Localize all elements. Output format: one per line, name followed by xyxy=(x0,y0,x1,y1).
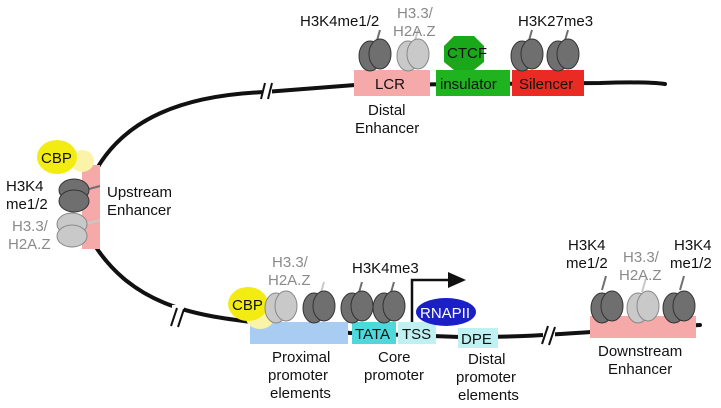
nucleosome-promoter-light-1 xyxy=(264,290,298,324)
label-lcr: LCR xyxy=(375,76,405,93)
label-proximal-line2: promoter xyxy=(268,367,328,384)
label-proximal-line3: elements xyxy=(270,385,331,402)
label-downstream-h3k4b-line2: me1/2 xyxy=(670,255,712,272)
label-proximal-line1: Proximal xyxy=(272,349,330,366)
insulator-box xyxy=(436,70,510,96)
tss-box xyxy=(398,322,436,344)
break-mark-lower-right xyxy=(541,322,556,346)
label-downstream-h3k4a-line2: me1/2 xyxy=(566,255,608,272)
nucleosome-silencer-2 xyxy=(546,29,580,72)
label-upstream-line2: Enhancer xyxy=(107,202,171,219)
dna-upper-path xyxy=(88,80,667,184)
break-mark-lower-left xyxy=(170,305,185,329)
label-upstream-h33-line1: H3.3/ xyxy=(12,218,49,235)
label-lcr-h3k4: H3K4me1/2 xyxy=(300,13,379,30)
strand-break-marks xyxy=(170,80,556,346)
label-cbp-upstream: CBP xyxy=(41,150,72,167)
label-upstream-line1: Upstream xyxy=(107,184,172,201)
nucleosome-silencer-1 xyxy=(510,29,544,72)
label-insulator: insulator xyxy=(440,76,497,93)
label-downstream-h33-line2: H2A.Z xyxy=(619,267,662,284)
proximal-promoter-box xyxy=(250,322,348,344)
label-downstream-h33-line1: H3.3/ xyxy=(623,249,660,266)
nucleosome-downstream-dark-2 xyxy=(662,275,696,324)
label-distal-promoter-line1: Distal xyxy=(468,351,506,368)
label-distal-enhancer-line1: Distal xyxy=(368,102,406,119)
cbp-upstream-circle xyxy=(37,140,77,174)
label-proximal-h33-line2: H2A.Z xyxy=(268,272,311,289)
label-cbp-proximal: CBP xyxy=(232,297,263,314)
nucleosome-promoter-dark-1 xyxy=(340,281,374,324)
label-tata: TATA xyxy=(355,326,390,343)
ctcf-octagon xyxy=(444,36,484,70)
label-upstream-h3k4-line2: me1/2 xyxy=(6,196,48,213)
label-upstream-h3k4-line1: H3K4 xyxy=(6,178,44,195)
dpe-box xyxy=(458,328,498,348)
nucleosome-upstream-light xyxy=(56,212,101,248)
lcr-box xyxy=(354,70,430,96)
label-distal-enhancer-line2: Enhancer xyxy=(355,120,419,137)
label-proximal-h33-line1: H3.3/ xyxy=(272,254,309,271)
label-core-line2: promoter xyxy=(364,367,424,384)
label-rnapii: RNAPII xyxy=(420,305,470,322)
label-upstream-h33-line2: H2A.Z xyxy=(8,236,51,253)
label-downstream-h3k4b-line1: H3K4 xyxy=(674,237,712,254)
label-distal-promoter-line3: elements xyxy=(458,387,519,404)
nucleosome-lcr-light xyxy=(396,29,430,72)
label-lcr-h33-line2: H2A.Z xyxy=(393,23,436,40)
nucleosome-downstream-dark-1 xyxy=(590,275,624,324)
label-dpe: DPE xyxy=(461,331,492,348)
nucleosome-promoter-dark-2 xyxy=(372,281,406,324)
label-tss: TSS xyxy=(402,326,431,343)
nucleosome-lcr-dark xyxy=(358,29,392,72)
label-downstream-h3k4a-line1: H3K4 xyxy=(568,237,606,254)
cbp-proximal-circle xyxy=(228,287,268,321)
label-h3k4me3: H3K4me3 xyxy=(352,260,419,277)
rnapii-ellipse xyxy=(416,298,476,326)
tata-box xyxy=(352,322,396,344)
label-lcr-h33-line1: H3.3/ xyxy=(397,5,434,22)
label-core-line1: Core xyxy=(378,349,411,366)
label-downstream-line2: Enhancer xyxy=(608,361,672,378)
break-mark-top xyxy=(260,80,273,102)
silencer-box xyxy=(512,70,584,96)
label-downstream-line1: Downstream xyxy=(598,343,682,360)
nucleosome-promoter-light-2 xyxy=(302,281,336,324)
label-ctcf: CTCF xyxy=(447,45,487,62)
label-distal-promoter-line2: promoter xyxy=(456,369,516,386)
label-h3k27me3: H3K27me3 xyxy=(518,13,593,30)
nucleosome-downstream-light xyxy=(626,277,660,324)
label-silencer: Silencer xyxy=(519,76,573,93)
transcription-arrow-icon xyxy=(410,272,466,322)
nucleosome-upstream-dark xyxy=(58,178,101,213)
